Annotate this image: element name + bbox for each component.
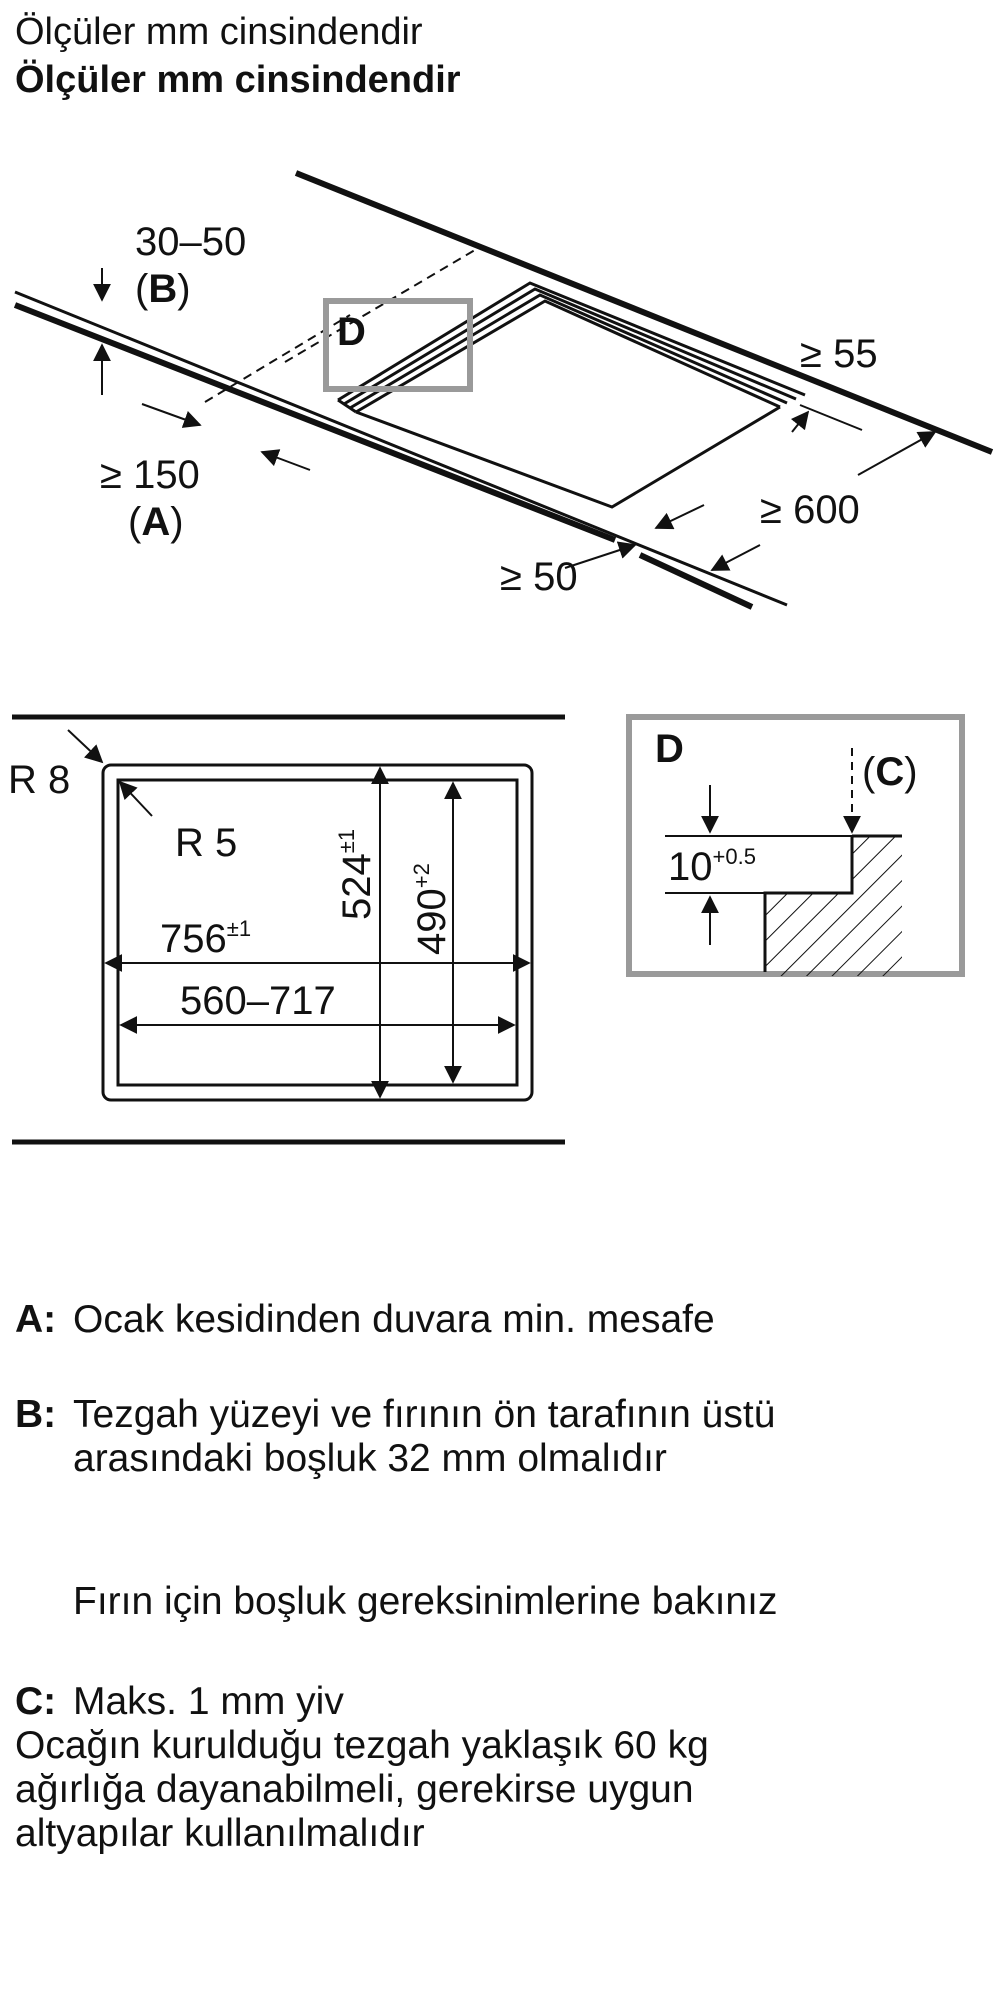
- note-b-line2: arasındaki boşluk 32 mm olmalıdır: [73, 1437, 667, 1480]
- depth-490: 490+2: [409, 863, 454, 955]
- dim-150-arrow-left: [141, 403, 202, 428]
- worktop-front-edge: [14, 290, 788, 607]
- dim-600-arrow-top: [857, 431, 937, 476]
- cutout-plan: [12, 714, 565, 1145]
- perspective-view: [13, 170, 994, 610]
- dim-55-arrow-a: [790, 410, 810, 433]
- back-wall-line: [294, 170, 994, 455]
- dim-150-arrow-right: [260, 449, 311, 471]
- r8-leader: [67, 729, 104, 764]
- hob-outline: [337, 281, 806, 509]
- note-c: C: Maks. 1 mm yiv Ocağın kurulduğu tezgah…: [15, 1680, 709, 1856]
- note-b: B: Tezgah yüzeyi ve fırının ön tarafının …: [15, 1393, 775, 1481]
- projection-dashed-1: [284, 246, 481, 363]
- units-heading-bold: Ölçüler mm cinsindendir: [15, 59, 461, 101]
- oven-note: Fırın için boşluk gereksinimlerine bakın…: [15, 1580, 777, 1624]
- groove-depth: 10+0.5: [668, 844, 756, 889]
- width-560-717: 560–717: [180, 979, 336, 1023]
- note-b-key: B:: [15, 1393, 57, 1436]
- worktop-step-section: [765, 836, 902, 976]
- dim-50-arrow-a: [654, 504, 705, 530]
- dim-55: ≥ 55: [800, 332, 878, 376]
- note-a: A: Ocak kesidinden duvara min. mesafe: [15, 1298, 715, 1342]
- dim-50-arrow-b: [564, 541, 637, 569]
- dim-55-line: [799, 404, 863, 431]
- label-c: (C): [862, 750, 918, 794]
- label-a: (A): [128, 500, 184, 544]
- dim-600: ≥ 600: [760, 488, 860, 532]
- note-c-line3: ağırlığa dayanabilmeli, gerekirse uygun: [15, 1768, 694, 1811]
- oven-note-text: Fırın için boşluk gereksinimlerine bakın…: [73, 1580, 778, 1623]
- worktop-step-outline: [763, 834, 902, 972]
- dim-b-range: 30–50: [135, 220, 246, 264]
- radius-r8: R 8: [8, 758, 70, 802]
- detail-d-panel: [626, 714, 965, 977]
- dim-150: ≥ 150: [100, 453, 200, 497]
- depth-524: 524±1: [334, 829, 379, 920]
- note-c-key: C:: [15, 1680, 57, 1723]
- note-a-key: A:: [15, 1298, 57, 1341]
- detail-d-box: [323, 298, 473, 392]
- units-heading: Ölçüler mm cinsindendir: [15, 11, 423, 53]
- note-a-text: Ocak kesidinden duvara min. mesafe: [73, 1298, 715, 1341]
- cutout-outer: [101, 763, 534, 1102]
- detail-d-marker: D: [337, 310, 366, 354]
- width-756: 756±1: [160, 916, 251, 961]
- note-b-line1: Tezgah yüzeyi ve fırının ön tarafının üs…: [73, 1393, 776, 1436]
- note-c-line1: Maks. 1 mm yiv: [73, 1680, 344, 1723]
- worktop-edge-upper: [13, 302, 617, 543]
- dim-50: ≥ 50: [500, 555, 578, 599]
- label-b: (B): [135, 267, 191, 311]
- detail-d-title: D: [655, 727, 684, 771]
- note-c-line4: altyapılar kullanılmalıdır: [15, 1812, 425, 1855]
- worktop-edge-lower: [638, 552, 754, 610]
- radius-r5: R 5: [175, 821, 237, 865]
- note-c-line2: Ocağın kurulduğu tezgah yaklaşık 60 kg: [15, 1724, 709, 1767]
- r5-leader: [118, 780, 153, 817]
- cutout-inner: [116, 778, 519, 1087]
- dim-600-arrow-bottom: [710, 544, 761, 571]
